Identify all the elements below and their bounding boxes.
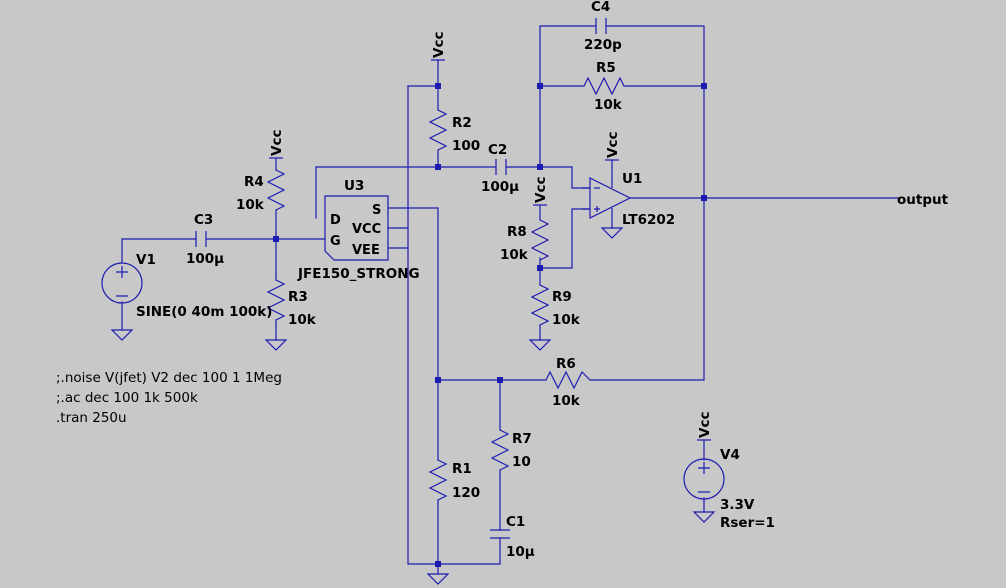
svg-text:R4: R4 (244, 174, 264, 190)
resistor-r9[interactable]: R9 10k (530, 284, 581, 328)
ground-symbol-v4 (692, 511, 716, 523)
resistor-r3[interactable]: R3 10k (266, 279, 317, 328)
svg-text:Vcc: Vcc (269, 130, 285, 156)
svg-text:JFE150_STRONG: JFE150_STRONG (297, 266, 420, 282)
svg-text:Rser=1: Rser=1 (720, 515, 775, 531)
svg-text:100: 100 (452, 138, 480, 154)
junction-dots (273, 83, 707, 567)
resistor-r7[interactable]: R7 10 (490, 429, 532, 474)
resistor-r5[interactable]: R5 10k (583, 60, 625, 113)
svg-text:C4: C4 (591, 0, 610, 15)
vcc-flag-v4: Vcc (697, 412, 713, 441)
ground-symbol-r9 (528, 339, 552, 351)
resistor-r4[interactable]: R4 10k (236, 169, 286, 213)
spice-directives: ;.noise V(jfet) V2 dec 100 1 1Meg ;.ac d… (56, 370, 282, 426)
output-net-label: output (897, 192, 949, 208)
capacitor-c2[interactable]: C2 100µ (481, 142, 519, 195)
svg-text:R2: R2 (452, 115, 472, 131)
svg-text:VEE: VEE (352, 243, 380, 258)
ground-symbol-u1 (600, 227, 624, 239)
svg-text:10µ: 10µ (506, 544, 535, 560)
resistor-r8[interactable]: R8 10k (500, 219, 550, 263)
voltage-source-v1[interactable]: V1 SINE(0 40m 100k) (101, 252, 272, 320)
svg-text:10k: 10k (552, 393, 581, 409)
resistor-r6[interactable]: R6 10k (545, 356, 591, 409)
svg-text:C3: C3 (194, 212, 213, 228)
opamp-u1[interactable]: U1 LT6202 (582, 171, 675, 228)
vcc-flag-u1: Vcc (605, 132, 621, 161)
capacitor-c3[interactable]: C3 100µ (186, 212, 224, 267)
svg-text:120: 120 (452, 485, 480, 501)
svg-text:10k: 10k (594, 97, 623, 113)
wires (121, 25, 899, 575)
directive-tran: .tran 250u (56, 410, 127, 426)
svg-text:VCC: VCC (352, 222, 381, 237)
svg-text:Vcc: Vcc (533, 177, 549, 203)
ground-symbol-main (426, 573, 450, 585)
directive-noise: ;.noise V(jfet) V2 dec 100 1 1Meg (56, 370, 282, 386)
svg-text:C2: C2 (488, 142, 507, 158)
svg-text:10k: 10k (500, 247, 529, 263)
resistor-r1[interactable]: R1 120 (428, 459, 480, 504)
svg-text:V1: V1 (136, 252, 156, 268)
voltage-source-v4[interactable]: V4 3.3V Rser=1 (683, 447, 775, 531)
ground-symbol-v1 (110, 329, 134, 341)
svg-text:220p: 220p (584, 37, 622, 53)
jfet-u3[interactable]: U3 D G S VCC VEE JFE150_STRONG (297, 178, 420, 282)
vcc-flag-r8: Vcc (533, 177, 549, 206)
svg-text:100µ: 100µ (481, 179, 519, 195)
svg-text:V4: V4 (720, 447, 740, 463)
ground-symbol-r3 (264, 339, 288, 351)
svg-text:R9: R9 (552, 289, 572, 305)
vcc-flag-r2: Vcc (431, 32, 447, 61)
svg-text:R7: R7 (512, 431, 532, 447)
svg-text:C1: C1 (506, 514, 525, 530)
svg-text:Vcc: Vcc (697, 412, 713, 438)
svg-text:10k: 10k (288, 312, 317, 328)
capacitor-c4[interactable]: C4 220p (584, 0, 622, 53)
svg-text:Vcc: Vcc (431, 32, 447, 58)
svg-text:S: S (372, 203, 381, 218)
svg-text:10: 10 (512, 454, 531, 470)
svg-text:100µ: 100µ (186, 251, 224, 267)
vcc-flag-r4: Vcc (269, 130, 285, 159)
svg-text:10k: 10k (552, 312, 581, 328)
svg-text:10k: 10k (236, 197, 265, 213)
svg-text:Vcc: Vcc (605, 132, 621, 158)
svg-text:R6: R6 (556, 356, 576, 372)
svg-text:U1: U1 (622, 171, 642, 187)
directive-ac: ;.ac dec 100 1k 500k (56, 390, 198, 406)
svg-text:SINE(0 40m 100k): SINE(0 40m 100k) (136, 304, 272, 320)
svg-text:G: G (330, 234, 341, 249)
svg-text:R5: R5 (596, 60, 616, 76)
svg-text:LT6202: LT6202 (622, 212, 675, 228)
capacitor-c1[interactable]: C1 10µ (490, 514, 535, 560)
svg-text:D: D (330, 213, 341, 228)
resistor-r2[interactable]: R2 100 (428, 109, 480, 154)
svg-text:R3: R3 (288, 289, 308, 305)
svg-text:U3: U3 (344, 178, 364, 194)
svg-text:R8: R8 (507, 224, 527, 240)
svg-text:R1: R1 (452, 461, 472, 477)
svg-text:3.3V: 3.3V (720, 497, 755, 513)
